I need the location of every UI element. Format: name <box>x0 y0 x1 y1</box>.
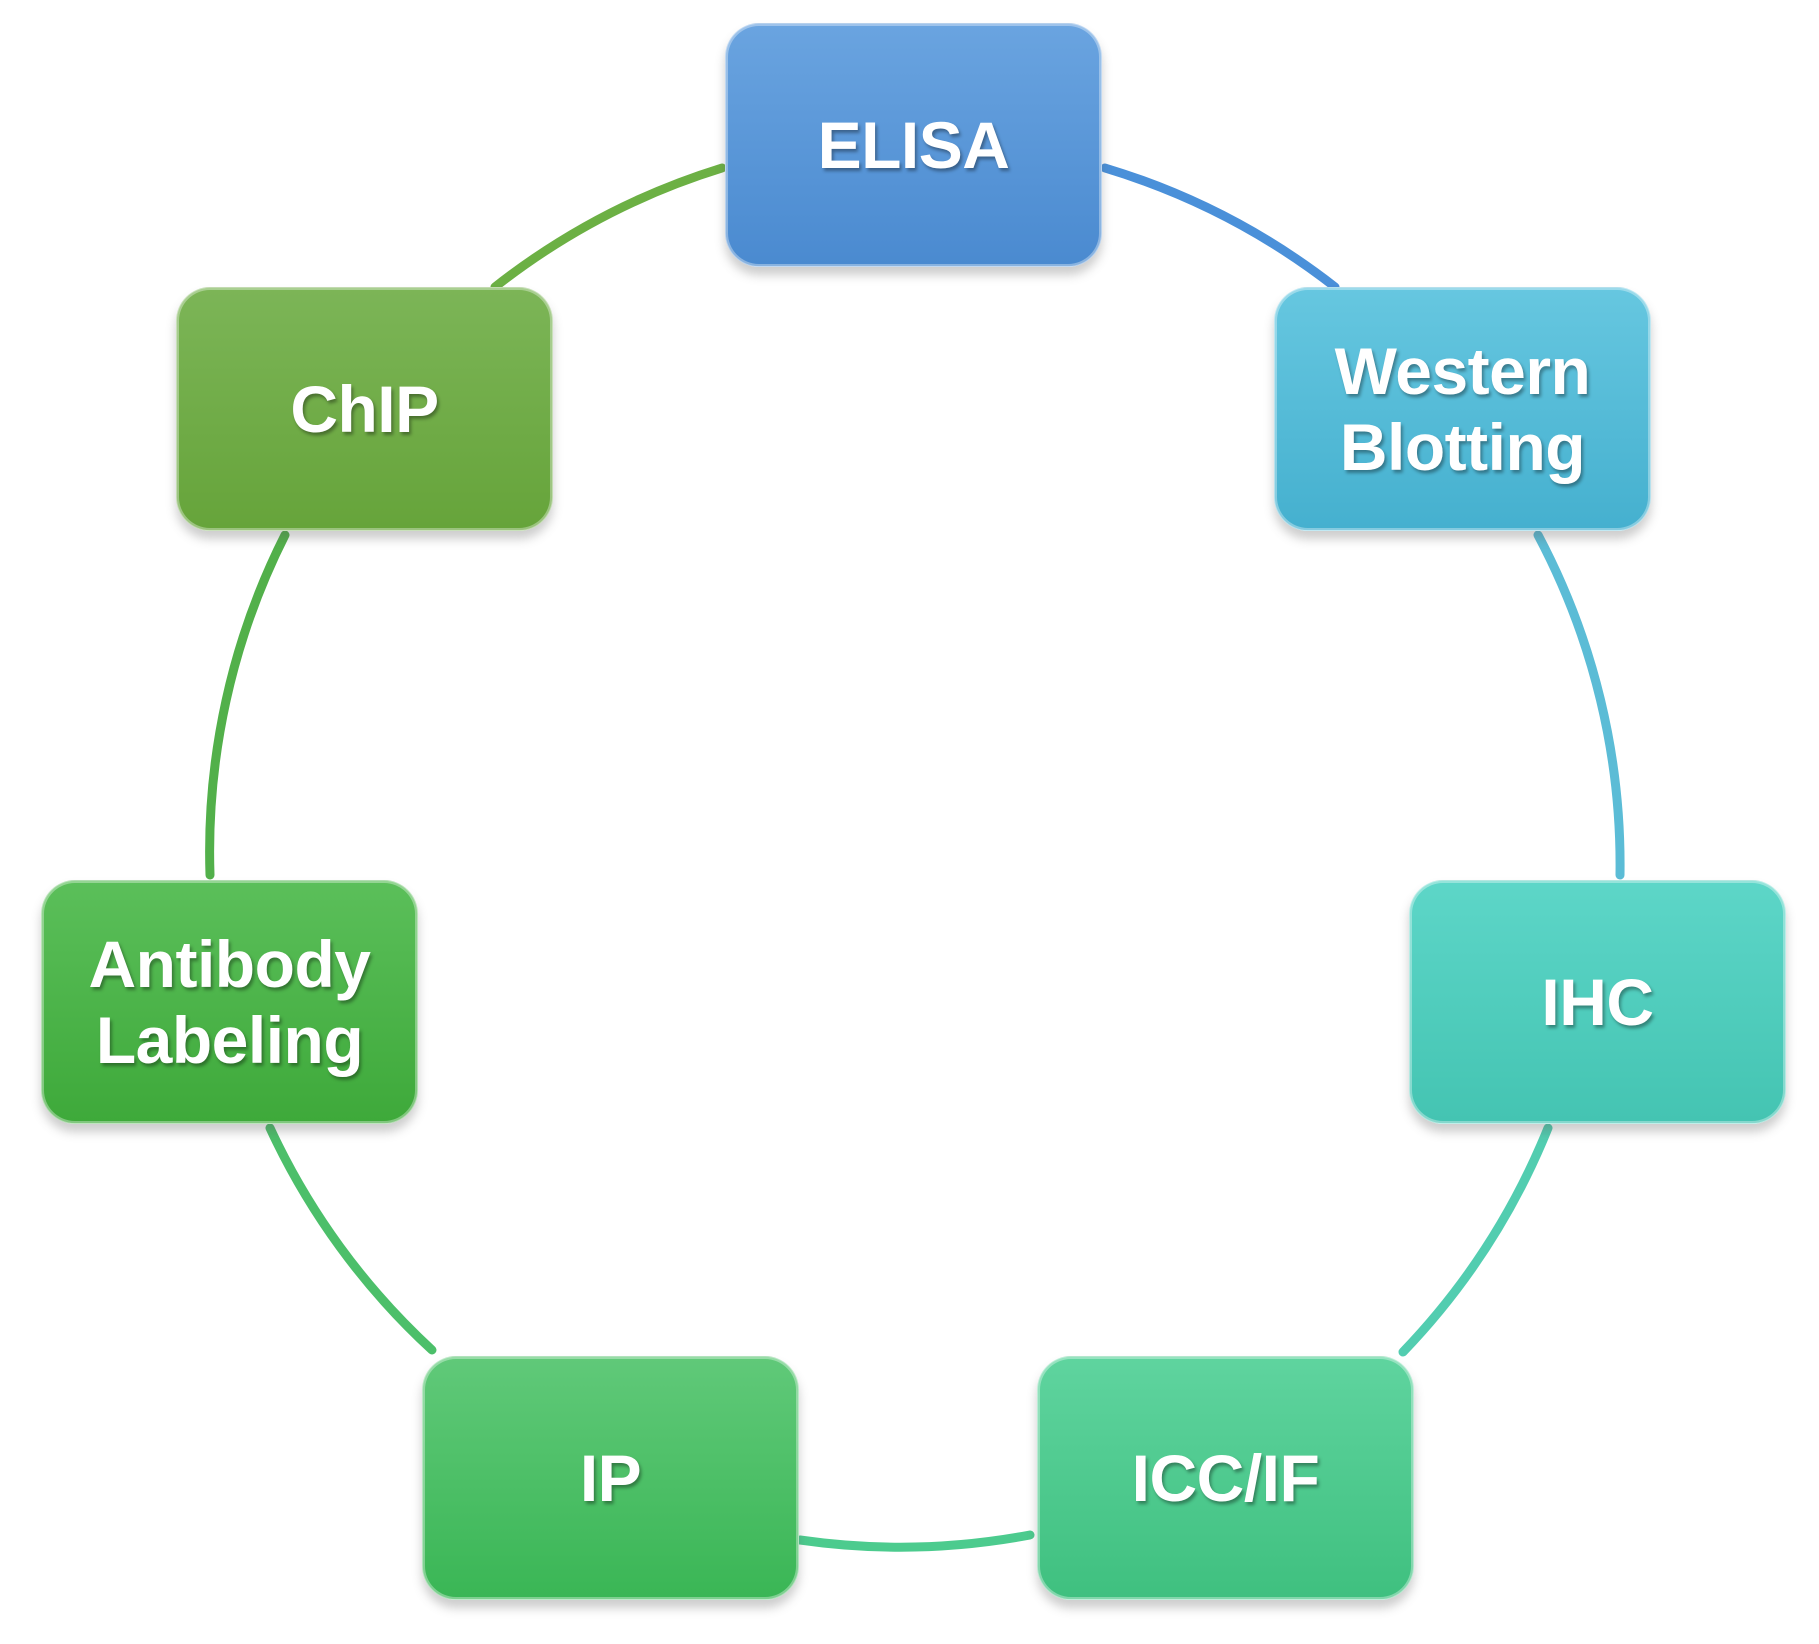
connector-antibody-chip <box>205 530 290 880</box>
node-ihc: IHC <box>1409 880 1786 1124</box>
node-ip: IP <box>422 1356 799 1600</box>
node-label-antibody-labeling: Antibody Labeling <box>88 927 371 1077</box>
node-chip: ChIP <box>176 287 553 531</box>
node-label-icc-if: ICC/IF <box>1131 1441 1320 1515</box>
node-label-elisa: ELISA <box>817 108 1010 182</box>
connector-ip-antibody <box>265 1123 437 1355</box>
node-western-blotting: Western Blotting <box>1274 287 1651 531</box>
connector-chip-elisa <box>490 163 727 292</box>
node-label-chip: ChIP <box>290 372 439 446</box>
connector-icc-ip <box>795 1530 1035 1552</box>
node-elisa: ELISA <box>725 23 1102 267</box>
connector-elisa-western <box>1100 163 1340 292</box>
node-antibody-labeling: Antibody Labeling <box>41 880 418 1124</box>
node-label-ihc: IHC <box>1541 965 1654 1039</box>
node-label-western-blotting: Western Blotting <box>1334 334 1591 484</box>
node-icc-if: ICC/IF <box>1037 1356 1414 1600</box>
node-label-ip: IP <box>579 1441 642 1515</box>
connector-ihc-icc <box>1398 1123 1553 1357</box>
connector-western-ihc <box>1533 530 1625 880</box>
